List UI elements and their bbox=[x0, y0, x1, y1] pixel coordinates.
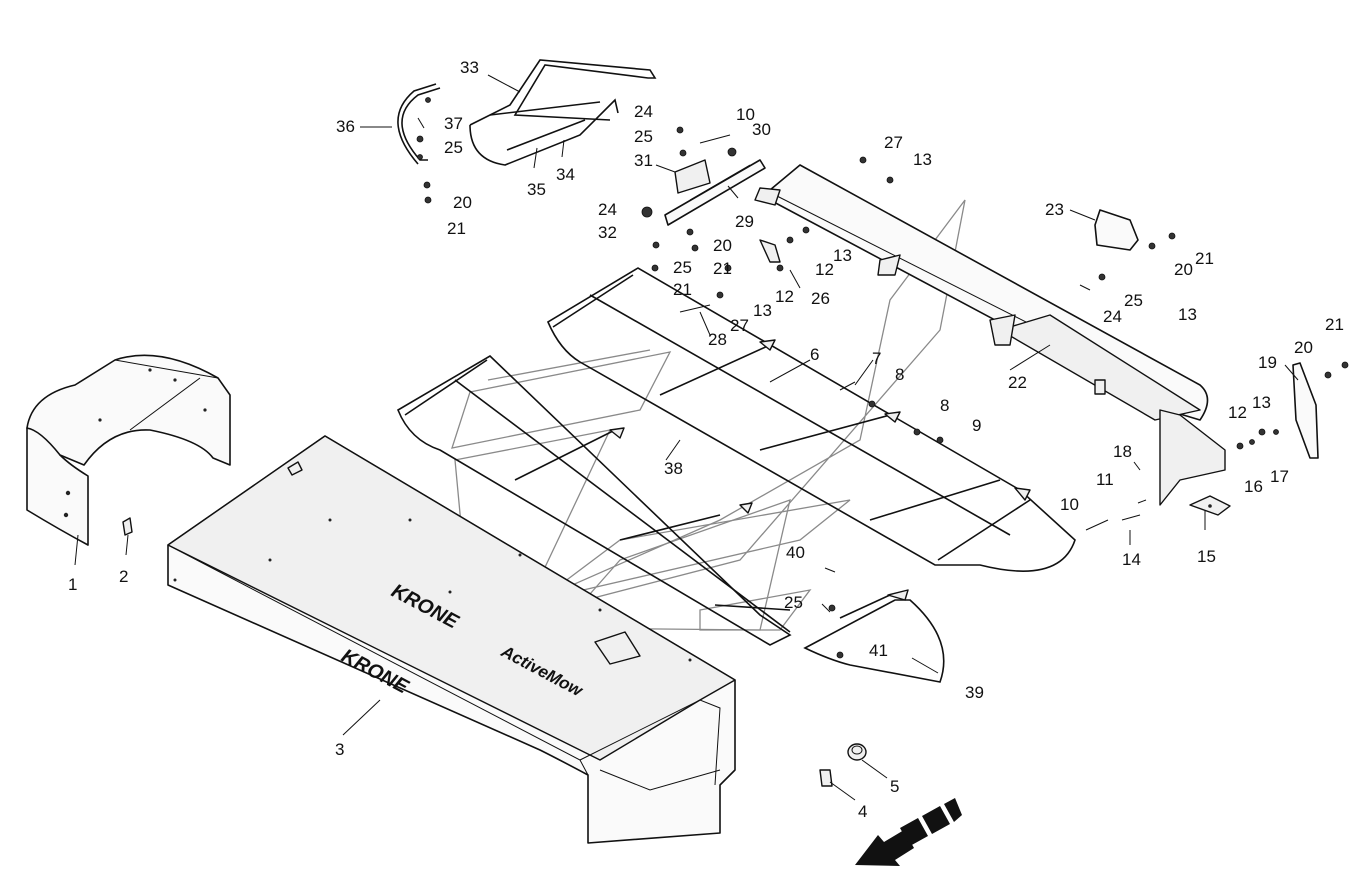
callout-10a: 10 bbox=[736, 105, 755, 124]
callout-24c: 24 bbox=[1103, 307, 1122, 326]
callout-6: 6 bbox=[810, 345, 819, 364]
callout-34: 34 bbox=[556, 165, 575, 184]
bracket-plate-15 bbox=[1189, 495, 1231, 516]
callout-20c: 20 bbox=[1174, 260, 1193, 279]
callout-31: 31 bbox=[634, 151, 653, 170]
callout-13c: 13 bbox=[753, 301, 772, 320]
callout-24b: 24 bbox=[598, 200, 617, 219]
callout-2: 2 bbox=[119, 567, 128, 586]
callout-14: 14 bbox=[1122, 550, 1141, 569]
callout-8b: 8 bbox=[940, 396, 949, 415]
guard-bar-33 bbox=[469, 59, 657, 166]
callout-15: 15 bbox=[1197, 547, 1216, 566]
callout-21a: 21 bbox=[447, 219, 466, 238]
callout-13e: 13 bbox=[1178, 305, 1197, 324]
callout-25e: 25 bbox=[784, 593, 803, 612]
callout-7: 7 bbox=[872, 349, 881, 368]
callout-11: 11 bbox=[1096, 470, 1114, 489]
callout-17: 17 bbox=[1270, 467, 1289, 486]
frame-rail-lower bbox=[397, 355, 792, 646]
frame-rail-middle bbox=[546, 267, 1076, 572]
callout-40: 40 bbox=[786, 543, 805, 562]
callout-4: 4 bbox=[858, 802, 867, 821]
callout-38: 38 bbox=[664, 459, 683, 478]
cover-plate-23 bbox=[1094, 209, 1139, 251]
small-plate bbox=[819, 769, 833, 787]
callout-13b: 13 bbox=[833, 246, 852, 265]
callout-23: 23 bbox=[1045, 200, 1064, 219]
callout-20a: 20 bbox=[453, 193, 472, 212]
callout-22: 22 bbox=[1008, 373, 1027, 392]
callout-13d: 13 bbox=[1252, 393, 1271, 412]
callout-28: 28 bbox=[708, 330, 727, 349]
callout-10b: 10 bbox=[1060, 495, 1079, 514]
callout-5: 5 bbox=[890, 777, 899, 796]
callout-27b: 27 bbox=[730, 316, 749, 335]
guard-bar-36 bbox=[397, 83, 441, 165]
callout-3: 3 bbox=[335, 740, 344, 759]
callout-21e: 21 bbox=[1325, 315, 1344, 334]
plate-31 bbox=[674, 159, 711, 194]
clip bbox=[122, 517, 133, 536]
callout-13a: 13 bbox=[913, 150, 932, 169]
callout-35: 35 bbox=[527, 180, 546, 199]
callout-19: 19 bbox=[1258, 353, 1277, 372]
callout-41: 41 bbox=[869, 641, 888, 660]
callout-16: 16 bbox=[1244, 477, 1263, 496]
callout-25a: 25 bbox=[444, 138, 463, 157]
callout-1: 1 bbox=[68, 575, 77, 594]
callout-37: 37 bbox=[444, 114, 463, 133]
callout-25c: 25 bbox=[673, 258, 692, 277]
callout-20b: 20 bbox=[713, 236, 732, 255]
bracket-29 bbox=[664, 159, 766, 226]
fasteners bbox=[416, 117, 1349, 659]
callout-21d: 21 bbox=[1195, 249, 1214, 268]
callout-25b: 25 bbox=[634, 127, 653, 146]
direction-arrow-icon bbox=[855, 798, 962, 866]
side-guard bbox=[26, 354, 231, 546]
rubber-buffer bbox=[847, 743, 867, 761]
main-cover bbox=[167, 435, 736, 844]
rear-beam bbox=[754, 164, 1226, 506]
leader-lines bbox=[74, 74, 1299, 801]
callout-33: 33 bbox=[460, 58, 479, 77]
callout-12c: 12 bbox=[1228, 403, 1247, 422]
callout-18: 18 bbox=[1113, 442, 1132, 461]
callout-25d: 25 bbox=[1124, 291, 1143, 310]
callout-12a: 12 bbox=[815, 260, 834, 279]
callout-39: 39 bbox=[965, 683, 984, 702]
callout-26: 26 bbox=[811, 289, 830, 308]
callout-21b: 21 bbox=[713, 259, 732, 278]
bracket-26 bbox=[759, 239, 781, 263]
frame-end-section bbox=[803, 589, 945, 683]
callout-labels: 1 2 3 4 5 6 7 8 8 9 10 10 11 12 12 12 13… bbox=[68, 58, 1344, 821]
callout-29: 29 bbox=[735, 212, 754, 231]
callout-12b: 12 bbox=[775, 287, 794, 306]
callout-20d: 20 bbox=[1294, 338, 1313, 357]
cover-plate-19 bbox=[1292, 362, 1319, 459]
callout-30: 30 bbox=[752, 120, 771, 139]
callout-32: 32 bbox=[598, 223, 617, 242]
callout-21c: 21 bbox=[673, 280, 692, 299]
callout-24a: 24 bbox=[634, 102, 653, 121]
callout-27a: 27 bbox=[884, 133, 903, 152]
callout-8a: 8 bbox=[895, 365, 904, 384]
callout-9: 9 bbox=[972, 416, 981, 435]
callout-36: 36 bbox=[336, 117, 355, 136]
